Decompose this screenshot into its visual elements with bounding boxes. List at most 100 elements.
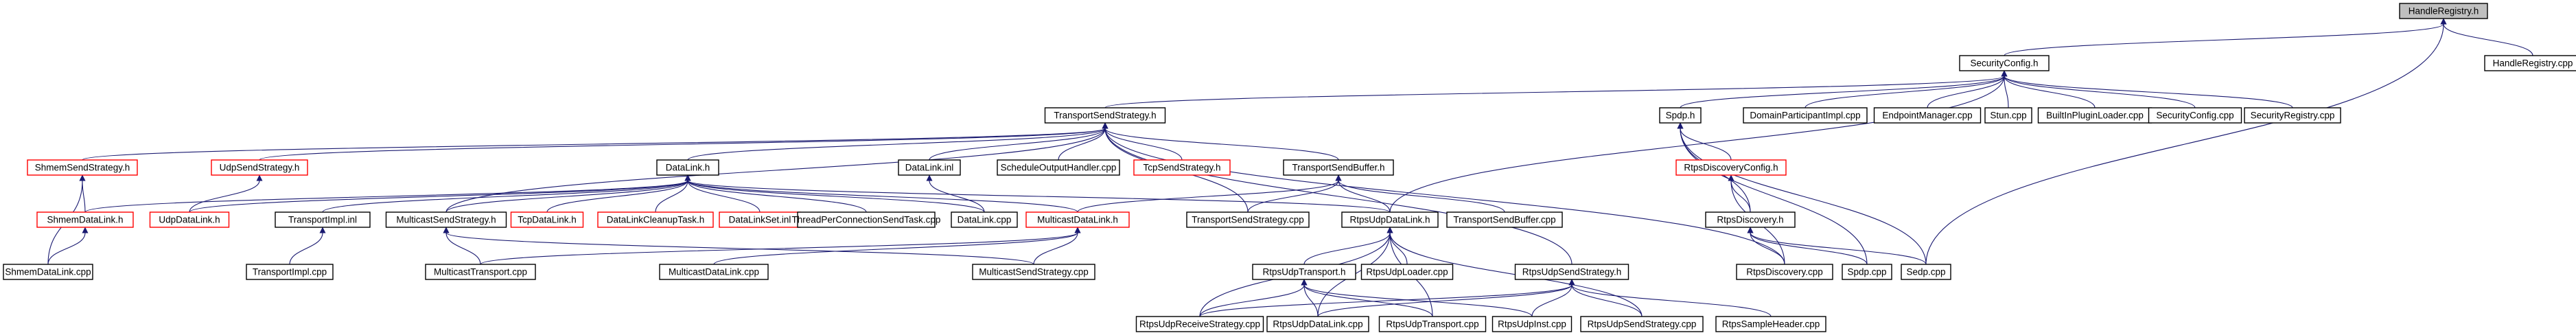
edge-rtpsudpdatalink-h-to-transportsendbuffer-h — [1335, 174, 1391, 213]
edge-multicastsendstrategy-h-to-datalink-h — [445, 174, 691, 213]
edge-sedp-cpp-to-handleregistry-h — [1925, 18, 2447, 265]
edge-rtpsdiscovery-cpp-to-transportsendstrategy-h — [1102, 122, 1785, 265]
node-udpsendstrategy-h[interactable]: UdpSendStrategy.h — [211, 159, 308, 176]
node-label: RtpsUdpLoader.cpp — [1366, 267, 1448, 277]
node-spdp-cpp[interactable]: Spdp.cpp — [1842, 264, 1892, 280]
edge-datalink-inl-to-transportsendstrategy-h — [929, 122, 1109, 161]
node-box — [36, 211, 134, 228]
node-transportsendstrategy-cpp[interactable]: TransportSendStrategy.cpp — [1186, 211, 1310, 228]
node-rtpsudpsendstrategy-cpp[interactable]: RtpsUdpSendStrategy.cpp — [1580, 316, 1704, 332]
node-label: RtpsSampleHeader.cpp — [1722, 319, 1820, 330]
edge-securityconfig-h-to-handleregistry-h — [2004, 18, 2447, 56]
edge-transportsendstrategy-h-to-securityconfig-h — [1104, 70, 2008, 108]
node-transportsendbuffer-h[interactable]: TransportSendBuffer.h — [1283, 159, 1394, 176]
node-spdp-h[interactable]: Spdp.h — [1659, 107, 1702, 124]
node-label: HandleRegistry.h — [2409, 6, 2479, 16]
node-rtpsudpdatalink-cpp[interactable]: RtpsUdpDataLink.cpp — [1266, 316, 1369, 332]
edge-multicastdatalink-h-to-transportsendbuffer-h — [1077, 174, 1342, 213]
node-stun-cpp[interactable]: Stun.cpp — [1984, 107, 2032, 124]
node-tcpdatalink-h[interactable]: TcpDataLink.h — [510, 211, 584, 228]
node-securityconfig-cpp[interactable]: SecurityConfig.cpp — [2148, 107, 2242, 124]
edge-multicasttransport-cpp-to-multicastdatalink-h — [480, 227, 1081, 265]
node-rtpsdiscoveryconfig-h[interactable]: RtpsDiscoveryConfig.h — [1675, 159, 1787, 176]
edge-shmemdatalink-h-to-datalink-h — [84, 174, 691, 213]
node-rtpsdiscovery-h[interactable]: RtpsDiscovery.h — [1705, 211, 1796, 228]
node-box — [1984, 107, 2032, 124]
node-rtpsudptransport-cpp[interactable]: RtpsUdpTransport.cpp — [1378, 316, 1487, 332]
node-box — [1044, 107, 1166, 124]
node-handleregistry-h[interactable]: HandleRegistry.h — [2399, 3, 2488, 19]
edge-rtpsudpdatalink-h-to-datalink-h — [684, 174, 1391, 213]
node-threadperconnectionsendtask-cpp[interactable]: ThreadPerConnectionSendTask.cpp — [792, 211, 941, 228]
node-builtinpluginloader-cpp[interactable]: BuiltInPluginLoader.cpp — [2037, 107, 2153, 124]
node-rtpsudpsendstrategy-h[interactable]: RtpsUdpSendStrategy.h — [1514, 264, 1629, 280]
node-scheduleoutputhandler-cpp[interactable]: ScheduleOutputHandler.cpp — [997, 159, 1120, 176]
node-securityconfig-h[interactable]: SecurityConfig.h — [1959, 55, 2050, 71]
node-label: RtpsUdpDataLink.cpp — [1273, 319, 1362, 330]
node-box — [1378, 316, 1487, 332]
node-rtpsudptransport-h[interactable]: RtpsUdpTransport.h — [1252, 264, 1356, 280]
node-box — [972, 264, 1095, 280]
edge-tcpsendstrategy-h-to-transportsendstrategy-h — [1102, 122, 1183, 161]
edge-securityregistry-cpp-to-securityconfig-h — [2001, 70, 2293, 108]
node-datalinkset-inl[interactable]: DataLinkSet.inl — [719, 211, 801, 228]
node-label: ShmemSendStrategy.h — [35, 163, 130, 173]
edge-datalink-cpp-to-datalink-inl — [926, 174, 985, 213]
node-rtpsdiscovery-cpp[interactable]: RtpsDiscovery.cpp — [1736, 264, 1833, 280]
node-label: UdpDataLink.h — [159, 215, 220, 225]
node-rtpsudpinst-cpp[interactable]: RtpsUdpInst.cpp — [1492, 316, 1573, 332]
node-multicastsendstrategy-cpp[interactable]: MulticastSendStrategy.cpp — [972, 264, 1095, 280]
node-multicastdatalink-cpp[interactable]: MulticastDataLink.cpp — [659, 264, 769, 280]
edge-udpdatalink-h-to-datalink-h — [189, 174, 691, 213]
node-label: ShmemDataLink.cpp — [5, 267, 91, 277]
node-label: TransportSendBuffer.cpp — [1453, 215, 1555, 225]
node-label: TransportSendStrategy.h — [1054, 111, 1156, 121]
node-udpdatalink-h[interactable]: UdpDataLink.h — [149, 211, 230, 228]
node-handleregistry-cpp[interactable]: HandleRegistry.cpp — [2484, 55, 2576, 71]
node-endpointmanager-cpp[interactable]: EndpointManager.cpp — [1873, 107, 1982, 124]
node-box — [275, 211, 371, 228]
node-rtpssampleheader-cpp[interactable]: RtpsSampleHeader.cpp — [1715, 316, 1826, 332]
node-sedp-cpp[interactable]: Sedp.cpp — [1901, 264, 1951, 280]
edge-stun-cpp-to-securityconfig-h — [2001, 70, 2009, 108]
edge-scheduleoutputhandler-cpp-to-transportsendstrategy-h — [1058, 122, 1109, 161]
node-rtpsudpdatalink-h[interactable]: RtpsUdpDataLink.h — [1341, 211, 1439, 228]
node-datalink-cpp[interactable]: DataLink.cpp — [951, 211, 1018, 228]
node-label: RtpsUdpSendStrategy.h — [1522, 267, 1622, 277]
node-datalink-h[interactable]: DataLink.h — [656, 159, 719, 176]
node-domainparticipantimpl-cpp[interactable]: DomainParticipantImpl.cpp — [1743, 107, 1868, 124]
node-box — [1736, 264, 1833, 280]
node-label: TransportImpl.inl — [288, 215, 357, 225]
edge-transportimpl-cpp-to-transportimpl-inl — [289, 227, 326, 265]
node-shmemdatalink-cpp[interactable]: ShmemDataLink.cpp — [3, 264, 93, 280]
node-transportsendstrategy-h[interactable]: TransportSendStrategy.h — [1044, 107, 1166, 124]
node-label: RtpsDiscovery.cpp — [1746, 267, 1823, 277]
node-multicasttransport-cpp[interactable]: MulticastTransport.cpp — [425, 264, 536, 280]
node-shmemdatalink-h[interactable]: ShmemDataLink.h — [36, 211, 134, 228]
node-label: RtpsUdpSendStrategy.cpp — [1588, 319, 1697, 330]
node-box — [1715, 316, 1826, 332]
node-shmemsendstrategy-h[interactable]: ShmemSendStrategy.h — [27, 159, 138, 176]
node-label: ScheduleOutputHandler.cpp — [1001, 163, 1117, 173]
edge-builtinpluginloader-cpp-to-securityconfig-h — [2001, 70, 2096, 108]
node-transportimpl-inl[interactable]: TransportImpl.inl — [275, 211, 371, 228]
node-transportimpl-cpp[interactable]: TransportImpl.cpp — [246, 264, 334, 280]
edge-shmemsendstrategy-h-to-transportsendstrategy-h — [82, 122, 1109, 161]
node-datalinkcleanuptask-h[interactable]: DataLinkCleanupTask.h — [597, 211, 714, 228]
node-label: DataLink.inl — [905, 163, 954, 173]
node-transportsendbuffer-cpp[interactable]: TransportSendBuffer.cpp — [1446, 211, 1563, 228]
node-label: MulticastSendStrategy.cpp — [979, 267, 1089, 277]
node-multicastdatalink-h[interactable]: MulticastDataLink.h — [1025, 211, 1130, 228]
node-datalink-inl[interactable]: DataLink.inl — [898, 159, 961, 176]
node-box — [246, 264, 334, 280]
node-tcpsendstrategy-h[interactable]: TcpSendStrategy.h — [1133, 159, 1231, 176]
node-label: BuiltInPluginLoader.cpp — [2046, 111, 2144, 121]
node-rtpsudploader-cpp[interactable]: RtpsUdpLoader.cpp — [1360, 264, 1454, 280]
node-box — [2148, 107, 2242, 124]
node-box — [1901, 264, 1951, 280]
node-rtpsudpreceivestrategy-cpp[interactable]: RtpsUdpReceiveStrategy.cpp — [1135, 316, 1264, 332]
node-securityregistry-cpp[interactable]: SecurityRegistry.cpp — [2244, 107, 2341, 124]
node-box — [1492, 316, 1573, 332]
node-multicastsendstrategy-h[interactable]: MulticastSendStrategy.h — [385, 211, 507, 228]
